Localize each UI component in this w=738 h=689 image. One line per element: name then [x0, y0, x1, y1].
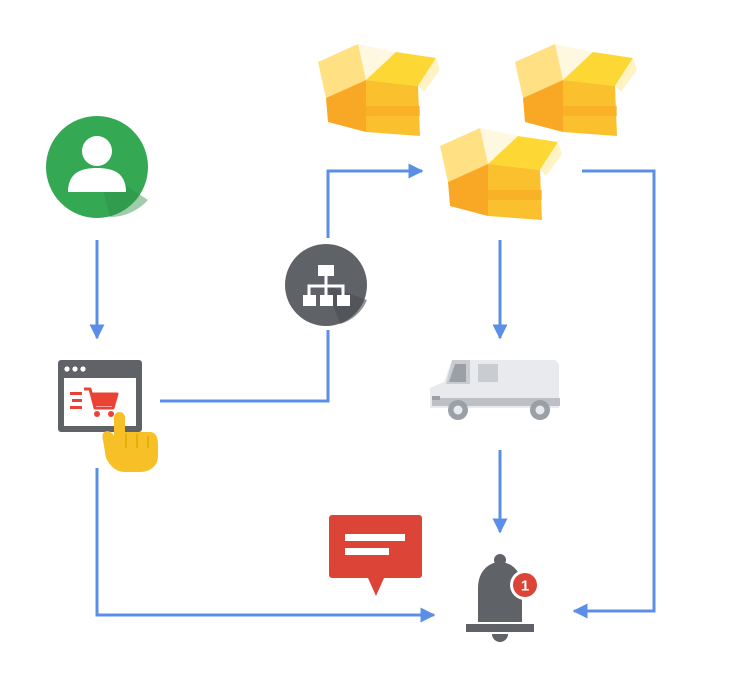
delivery-van-icon	[430, 360, 560, 420]
notification-bell-icon	[466, 554, 534, 642]
connectors	[89, 163, 656, 623]
shopping-cart-browser-icon	[58, 360, 142, 432]
user-avatar-icon	[46, 116, 148, 218]
arrow-routing-to-warehouse	[326, 163, 424, 238]
cardboard-box-icon	[318, 44, 440, 136]
pointing-hand-icon	[102, 412, 158, 472]
sitemap-hierarchy-icon	[285, 244, 367, 326]
notification-badge-count: 1	[521, 578, 529, 595]
arrow-store-to-bell	[95, 468, 436, 623]
cardboard-box-icon	[515, 44, 637, 136]
notification-badge: 1	[510, 570, 540, 600]
arrow-warehouse-to-bell	[572, 169, 656, 619]
cardboard-box-icon	[440, 128, 562, 220]
arrow-store-to-routing	[160, 330, 330, 403]
chat-message-icon	[329, 515, 422, 596]
